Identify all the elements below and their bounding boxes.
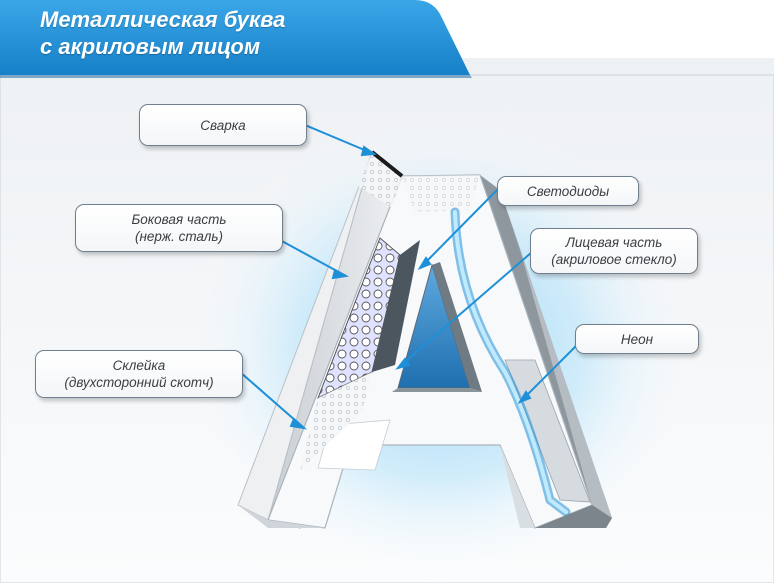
callout-glue: Склейка (двухсторонний скотч) [35,350,243,398]
label-neon: Неон [620,331,654,347]
callout-face: Лицевая часть (акриловое стекло) [530,228,698,274]
page-title: Металлическая буква с акриловым лицом [40,6,420,60]
callout-welding: Сварка [139,104,307,146]
label-face-line1: Лицевая часть [565,235,663,250]
label-welding: Сварка [200,117,246,133]
label-glue-line1: Склейка [112,358,166,373]
label-face-line2: (акриловое стекло) [551,252,677,267]
title-line-2: с акриловым лицом [40,34,261,59]
callout-neon: Неон [575,324,699,354]
title-line-1: Металлическая буква [40,7,286,32]
callout-side-part: Боковая часть (нерж. сталь) [75,204,283,252]
label-glue-line2: (двухсторонний скотч) [64,375,214,390]
label-side-line2: (нерж. сталь) [135,229,223,244]
label-leds: Светодиоды [526,183,610,199]
callout-leds: Светодиоды [497,176,639,206]
label-side-line1: Боковая часть [131,212,227,227]
